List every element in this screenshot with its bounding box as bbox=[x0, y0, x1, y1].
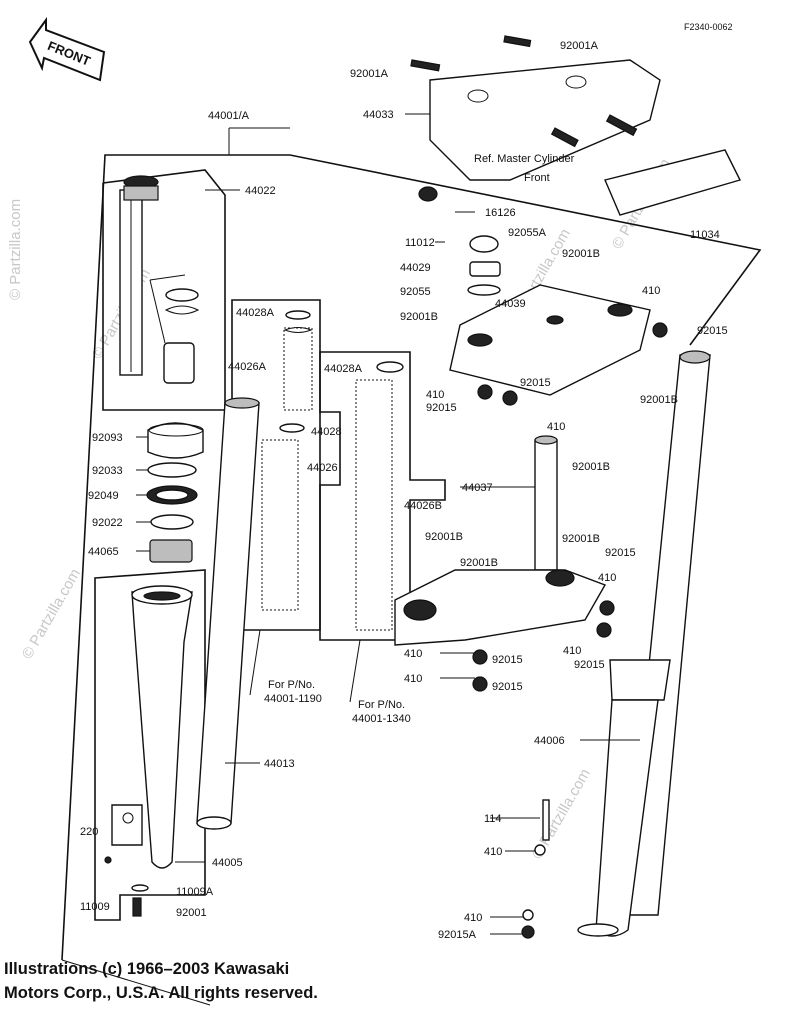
fork-assembly-frame bbox=[61, 128, 762, 1006]
part-label: 92015 bbox=[697, 325, 728, 337]
part-label: 44029 bbox=[400, 262, 431, 274]
ref-label: Front bbox=[524, 172, 550, 184]
part-label: 44006 bbox=[534, 735, 565, 747]
damper-subgroup-frame bbox=[102, 169, 226, 411]
part-label: 92015 bbox=[492, 654, 523, 666]
rebound-parts bbox=[149, 274, 200, 384]
copyright-line-2: Motors Corp., U.S.A. All rights reserved… bbox=[4, 984, 318, 1002]
steering-stem bbox=[394, 435, 607, 646]
part-label: 410 bbox=[404, 648, 422, 660]
watermark-text: © Partzilla.com bbox=[7, 199, 24, 300]
part-label: 410 bbox=[426, 389, 444, 401]
part-label: 44026A bbox=[228, 361, 267, 373]
watermark-group: © Partzilla.com © Partzilla.com © Partzi… bbox=[7, 156, 674, 862]
part-label: 11009 bbox=[80, 901, 110, 913]
part-label: 410 bbox=[547, 421, 565, 433]
part-label: 92001A bbox=[560, 40, 599, 52]
spring-group-a-frame bbox=[231, 299, 341, 631]
part-label: 92049 bbox=[88, 490, 119, 502]
part-label: 220 bbox=[80, 826, 98, 838]
part-label: 410 bbox=[404, 673, 422, 685]
part-label: 410 bbox=[563, 645, 581, 657]
variant-label: For P/No. bbox=[268, 679, 315, 691]
part-label: 92001B bbox=[572, 461, 610, 473]
part-label: 92001B bbox=[562, 533, 600, 545]
part-label: 92001B bbox=[640, 394, 678, 406]
left-outer-tube bbox=[104, 585, 193, 917]
part-label: 92015 bbox=[605, 547, 636, 559]
handlebar-holder bbox=[410, 35, 742, 216]
part-label: 92001B bbox=[460, 557, 498, 569]
part-label: 44028A bbox=[324, 363, 363, 375]
part-label: 410 bbox=[598, 572, 616, 584]
part-label: 44026B bbox=[404, 500, 442, 512]
part-label: 92015 bbox=[426, 402, 457, 414]
variant-label: 44001-1190 bbox=[264, 693, 322, 705]
part-label: 92015A bbox=[438, 929, 477, 941]
damper-rod bbox=[119, 175, 159, 376]
part-label: 92022 bbox=[92, 517, 123, 529]
variant-label: 44001-1340 bbox=[352, 713, 411, 725]
part-label: 44033 bbox=[363, 109, 394, 121]
fork-spring-group-b bbox=[355, 361, 404, 631]
part-label: 44005 bbox=[212, 857, 243, 869]
part-label: 114 bbox=[484, 813, 502, 825]
part-label: 44065 bbox=[88, 546, 119, 558]
part-label: 92001B bbox=[562, 248, 600, 260]
figure-id: F2340-0062 bbox=[684, 22, 733, 32]
part-label: 16126 bbox=[485, 207, 516, 219]
right-fork-tube bbox=[577, 350, 711, 937]
part-label: 92015 bbox=[520, 377, 551, 389]
variant-label: For P/No. bbox=[358, 699, 405, 711]
part-label: 92015 bbox=[574, 659, 605, 671]
part-number-labels: 92001A 92001A 44033 Ref. Master Cylinder… bbox=[80, 40, 728, 941]
part-label: 92015 bbox=[492, 681, 523, 693]
part-label: 44026 bbox=[307, 462, 338, 474]
part-label: 410 bbox=[642, 285, 660, 297]
spring-group-b-frame bbox=[319, 351, 446, 641]
part-label: 92001 bbox=[176, 907, 207, 919]
part-label: 44001/A bbox=[208, 110, 250, 122]
part-label: 44013 bbox=[264, 758, 295, 770]
part-label: 92093 bbox=[92, 432, 123, 444]
part-label: 11012 bbox=[405, 237, 435, 249]
part-label: 44028 bbox=[311, 426, 342, 438]
ref-label: Ref. Master Cylinder bbox=[474, 153, 575, 165]
watermark-text: © Partzilla.com bbox=[19, 566, 84, 662]
front-arrow-icon: FRONT bbox=[28, 16, 106, 82]
part-label: 44037 bbox=[462, 482, 493, 494]
leader-lines bbox=[136, 113, 640, 935]
part-label: 11034 bbox=[690, 229, 720, 241]
part-label: 44039 bbox=[495, 298, 526, 310]
seal-stack bbox=[146, 422, 204, 563]
part-label: 44028A bbox=[236, 307, 275, 319]
upper-triple-clamp bbox=[418, 186, 651, 396]
part-label: 92001B bbox=[425, 531, 463, 543]
part-label: 410 bbox=[484, 846, 502, 858]
copyright-line-1: Illustrations (c) 1966–2003 Kawasaki bbox=[4, 960, 290, 978]
part-label: 92001A bbox=[350, 68, 389, 80]
part-label: 92055A bbox=[508, 227, 547, 239]
part-label: 92033 bbox=[92, 465, 123, 477]
fork-spring-group-a bbox=[261, 310, 313, 611]
left-inner-tube bbox=[196, 397, 260, 830]
part-label: 11009A bbox=[176, 886, 214, 898]
part-label: 410 bbox=[464, 912, 482, 924]
outer-tube-subgroup-frame bbox=[94, 569, 206, 921]
part-label: 92001B bbox=[400, 311, 438, 323]
part-label: 92055 bbox=[400, 286, 431, 298]
fastener-nuts bbox=[472, 322, 668, 939]
part-label: 44022 bbox=[245, 185, 276, 197]
